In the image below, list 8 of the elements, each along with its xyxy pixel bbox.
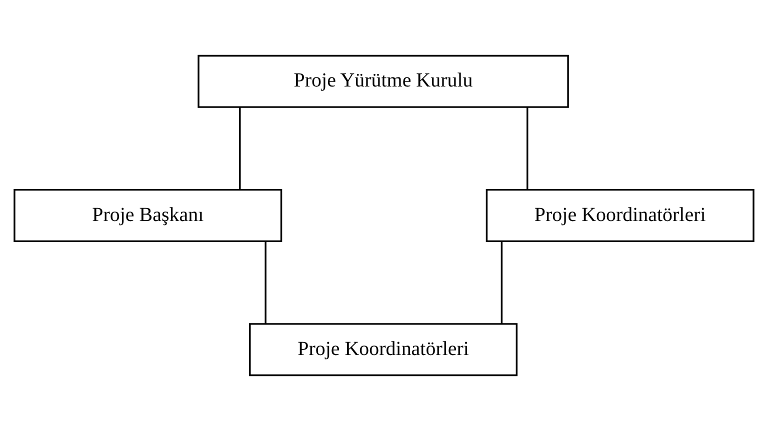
connector <box>264 240 266 324</box>
connector <box>239 106 241 190</box>
node-box: Proje Koordinatörleri <box>249 322 518 376</box>
connector <box>526 106 528 190</box>
connector <box>500 240 503 324</box>
node-box: Proje Koordinatörleri <box>486 188 754 242</box>
node-box: Proje Yürütme Kurulu <box>198 54 569 108</box>
node-box: Proje Başkanı <box>14 188 282 242</box>
